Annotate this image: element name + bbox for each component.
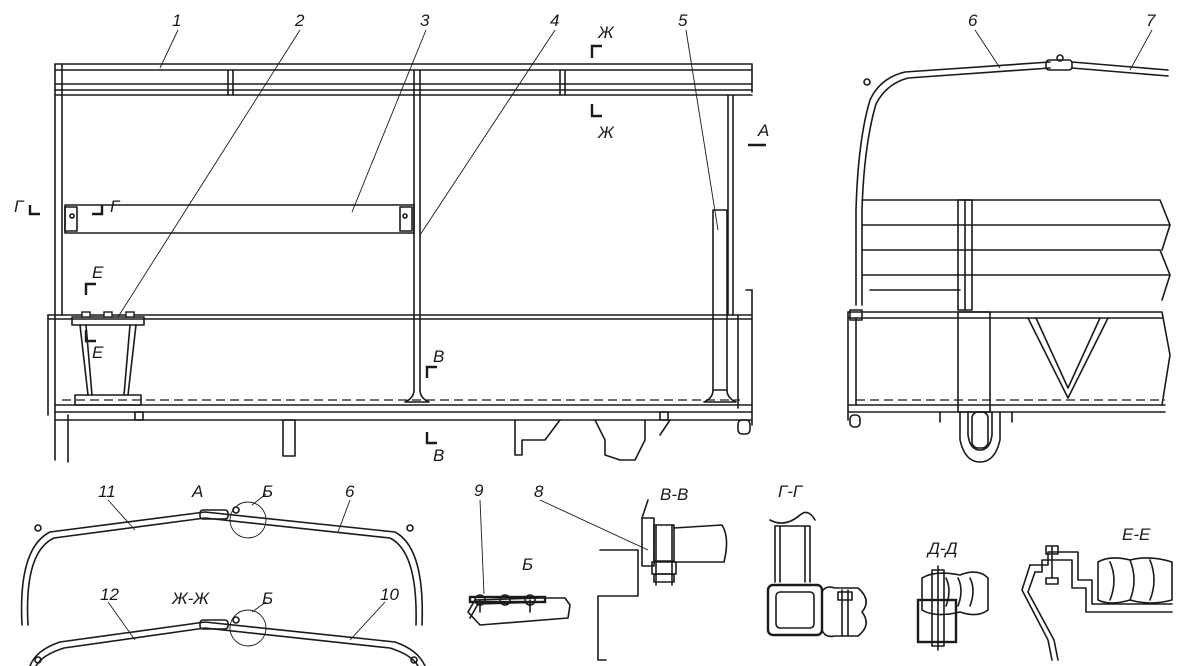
section-v-v-title: В-В: [660, 485, 688, 504]
callout-10: 10: [380, 585, 399, 604]
callout-6-end-view: 6: [968, 11, 978, 30]
leader-9: [479, 499, 485, 595]
callout-7: 7: [1146, 11, 1156, 30]
callout-3: 3: [420, 11, 430, 30]
callout-12: 12: [100, 585, 119, 604]
leader-12: [107, 601, 136, 641]
leader-10: [349, 601, 386, 641]
section-d-d-drawing: [916, 565, 989, 651]
leader-8: [539, 499, 649, 551]
section-g-g-drawing: [766, 511, 867, 638]
callout-11: 11: [98, 482, 116, 501]
section-mark-v-top: В: [433, 347, 444, 366]
callout-9: 9: [474, 481, 484, 500]
callout-8: 8: [534, 482, 544, 501]
section-mark-e-bottom: Е: [92, 343, 104, 362]
section-e-e-title: Е-Е: [1122, 525, 1151, 544]
section-mark-e-top: Е: [92, 263, 104, 282]
detail-b-drawing: [467, 594, 571, 626]
section-mark-zh-top: Ж: [597, 23, 615, 42]
end-view-drawing: [847, 54, 1171, 463]
detail-b-title: Б: [522, 555, 533, 574]
view-a-circle-b-label: Б: [262, 482, 273, 501]
view-a-title: А: [191, 482, 203, 501]
section-e-e-drawing: [1021, 545, 1173, 661]
section-mark-v-bottom: В: [433, 446, 444, 465]
section-marks-side-view: Ж Ж А Г Г Е Е В В: [14, 23, 769, 465]
section-mark-g-right: Г: [110, 197, 121, 216]
side-view-drawing: [47, 63, 753, 463]
section-mark-zh-bottom: Ж: [597, 123, 615, 142]
section-mark-g-left: Г: [14, 197, 25, 216]
callout-leaders-side-view: [117, 29, 719, 318]
callout-1: 1: [172, 11, 181, 30]
section-zh-zh-roof-arch: [29, 609, 426, 666]
leader-6-bottom: [337, 499, 351, 533]
callout-2: 2: [294, 11, 305, 30]
section-d-d-title: Д-Д: [926, 539, 958, 558]
callout-4: 4: [550, 11, 559, 30]
section-g-g-title: Г-Г: [778, 482, 804, 501]
leader-b-bottom: [251, 601, 267, 613]
section-mark-a-side: А: [757, 121, 769, 140]
section-zh-zh-title: Ж-Ж: [171, 589, 210, 608]
leader-b-top: [251, 493, 267, 506]
section-zh-circle-b-label: Б: [262, 589, 273, 608]
leader-6-end-view: [974, 29, 1001, 69]
section-v-v-drawing: [597, 499, 728, 661]
view-a-roof-arch: [20, 501, 424, 626]
leader-7: [1129, 29, 1153, 71]
callout-6-bottom: 6: [345, 482, 355, 501]
callout-5: 5: [678, 11, 688, 30]
leader-11: [107, 499, 136, 531]
